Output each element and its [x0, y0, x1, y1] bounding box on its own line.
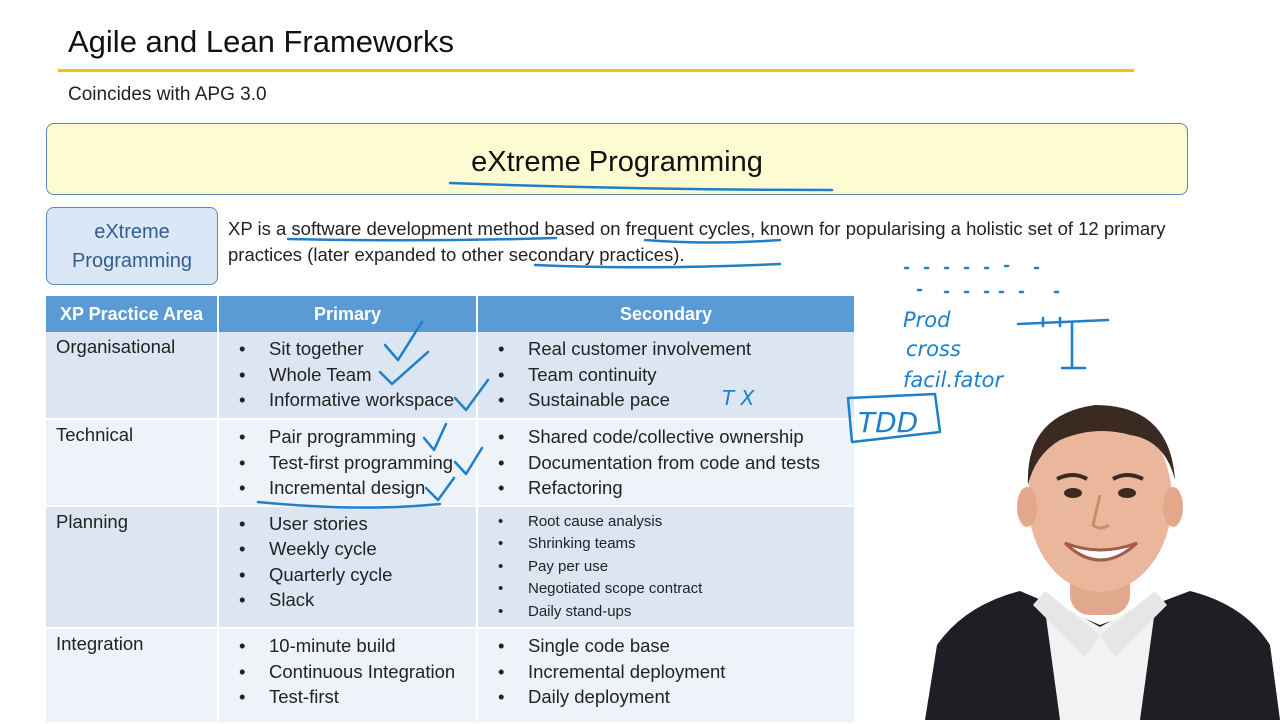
presenter-video [925, 405, 1280, 720]
intro-text-2: based on [539, 218, 626, 239]
presenter-eye-right [1118, 488, 1136, 498]
list-item: Informative workspace [239, 387, 476, 413]
list-item: Quarterly cycle [239, 562, 476, 588]
secondary-list: Single code base Incremental deployment … [488, 633, 854, 710]
presenter-hair [1027, 405, 1175, 485]
area-cell: Technical [46, 419, 219, 507]
list-item: Test-first [239, 684, 476, 710]
page-title: Agile and Lean Frameworks [68, 24, 454, 59]
secondary-cell: Real customer involvement Team continuit… [477, 332, 854, 420]
intro-highlight-3: to other secondary practices [440, 244, 674, 265]
area-cell: Organisational [46, 332, 219, 420]
note-cross: cross [906, 337, 961, 361]
secondary-cell: Single code base Incremental deployment … [477, 628, 854, 724]
primary-list: Pair programming Test-first programming … [229, 424, 476, 501]
intro-highlight-2: frequent cycles [625, 218, 751, 239]
note-facilitator: facil.fator [903, 368, 1004, 392]
secondary-cell: Shared code/collective ownership Documen… [477, 419, 854, 507]
presenter-ear-right [1163, 487, 1183, 527]
list-item: Weekly cycle [239, 536, 476, 562]
list-item: 10-minute build [239, 633, 476, 659]
page-subtitle: Coincides with APG 3.0 [68, 84, 267, 105]
practices-table: XP Practice Area Primary Secondary Organ… [46, 296, 854, 724]
presenter-smile [1063, 541, 1139, 562]
list-item: Test-first programming [239, 450, 476, 476]
list-item: Sustainable pace [498, 387, 854, 413]
primary-cell: User stories Weekly cycle Quarterly cycl… [218, 505, 478, 629]
intro-highlight-1: software development method [291, 218, 540, 239]
intro-text-1: XP is a [228, 218, 292, 239]
list-item: Negotiated scope contract [498, 578, 854, 601]
presenter-nose [1091, 494, 1110, 530]
list-item: Incremental design [239, 475, 476, 501]
note-prod: Prod [903, 308, 951, 332]
list-item: Slack [239, 587, 476, 613]
table-header-row: XP Practice Area Primary Secondary [46, 296, 854, 332]
note-tdd: TDD [858, 406, 918, 439]
list-item: Pay per use [498, 556, 854, 579]
secondary-list: Real customer involvement Team continuit… [488, 336, 854, 413]
header-secondary: Secondary [477, 296, 854, 332]
list-item: Daily stand-ups [498, 601, 854, 624]
topic-box: eXtreme Programming [46, 207, 218, 285]
primary-list: User stories Weekly cycle Quarterly cycl… [229, 511, 476, 613]
list-item: Shrinking teams [498, 533, 854, 556]
primary-list: 10-minute build Continuous Integration T… [229, 633, 476, 710]
list-item: User stories [239, 511, 476, 537]
list-item: Shared code/collective ownership [498, 424, 854, 450]
primary-list: Sit together Whole Team Informative work… [229, 336, 476, 413]
intro-text-3: , known for popularising a holistic set … [228, 218, 1166, 265]
list-item: Real customer involvement [498, 336, 854, 362]
presenter-collar [1033, 591, 1167, 657]
topic-box-line-2: Programming [71, 250, 193, 272]
primary-cell: Sit together Whole Team Informative work… [218, 332, 478, 420]
topic-box-line-1: eXtreme [94, 221, 170, 243]
area-cell: Planning [46, 505, 219, 629]
list-item: Continuous Integration [239, 659, 476, 685]
table-row: Planning User stories Weekly cycle Quart… [46, 505, 854, 629]
timeline-bar [1060, 320, 1087, 370]
header-primary: Primary [218, 296, 478, 332]
secondary-list: Shared code/collective ownership Documen… [488, 424, 854, 501]
intro-text-4: ). [673, 244, 685, 265]
table-row: Organisational Sit together Whole Team I… [46, 332, 854, 420]
presenter-eye-left [1064, 488, 1082, 498]
section-banner: eXtreme Programming [46, 123, 1188, 195]
primary-cell: Pair programming Test-first programming … [218, 419, 478, 507]
title-divider [58, 69, 1134, 72]
list-item: Root cause analysis [498, 511, 854, 534]
presenter-ear-left [1017, 487, 1037, 527]
list-item: Single code base [498, 633, 854, 659]
table-row: Technical Pair programming Test-first pr… [46, 419, 854, 507]
intro-paragraph: XP is a software development method base… [228, 216, 1188, 268]
presenter-brows [1056, 473, 1144, 481]
secondary-list: Root cause analysis Shrinking teams Pay … [488, 511, 854, 624]
banner-title: eXtreme Programming [471, 146, 763, 178]
list-item: Team continuity [498, 362, 854, 388]
header-area: XP Practice Area [46, 296, 219, 332]
table-row: Integration 10-minute build Continuous I… [46, 628, 854, 724]
list-item: Whole Team [239, 362, 476, 388]
dots-row-2 [916, 288, 1060, 294]
primary-cell: 10-minute build Continuous Integration T… [218, 628, 478, 724]
list-item: Pair programming [239, 424, 476, 450]
list-item: Incremental deployment [498, 659, 854, 685]
timeline-line [1016, 316, 1110, 328]
list-item: Documentation from code and tests [498, 450, 854, 476]
area-cell: Integration [46, 628, 219, 724]
list-item: Refactoring [498, 475, 854, 501]
list-item: Sit together [239, 336, 476, 362]
secondary-cell: Root cause analysis Shrinking teams Pay … [477, 505, 854, 629]
list-item: Daily deployment [498, 684, 854, 710]
